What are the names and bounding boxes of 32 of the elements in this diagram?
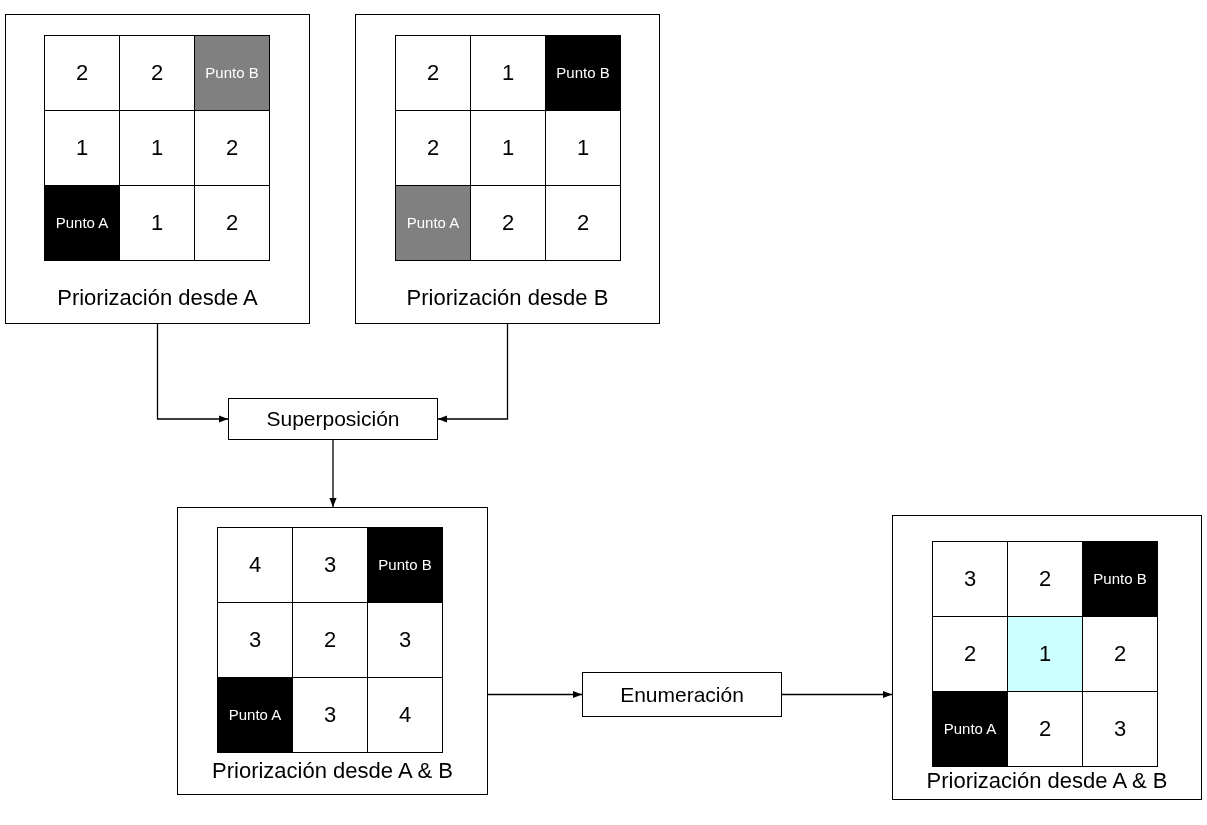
panel: [5, 14, 310, 324]
grid-cell: Punto A: [395, 185, 471, 261]
panel: [892, 515, 1202, 800]
grid-cell: 4: [217, 527, 293, 603]
grid-cell: 2: [194, 185, 270, 261]
panel: [355, 14, 660, 324]
arrow: [329, 439, 337, 508]
grid-cell: Punto B: [545, 35, 621, 111]
grid-cell: 2: [545, 185, 621, 261]
panel-caption: Priorización desde A: [57, 285, 258, 311]
grid-cell: 4: [367, 677, 443, 753]
grid-cell: Punto A: [44, 185, 120, 261]
arrow: [781, 690, 893, 699]
panel: [177, 507, 488, 795]
grid-cell: Punto A: [217, 677, 293, 753]
grid-cell: Punto A: [932, 691, 1008, 767]
panel-caption: Priorización desde A & B: [212, 758, 453, 784]
process-box: Superposición: [228, 398, 438, 440]
arrow: [156, 323, 229, 423]
panel-caption: Priorización desde A & B: [926, 768, 1168, 794]
grid-cell: Punto B: [367, 527, 443, 603]
panel-caption: Priorización desde B: [406, 285, 609, 311]
arrow: [437, 323, 509, 423]
grid-cell: 2: [395, 35, 471, 111]
grid-cell: 2: [44, 35, 120, 111]
grid-cell: 1: [1007, 616, 1083, 692]
process-box: Enumeración: [582, 672, 782, 717]
grid-cell: 3: [1082, 691, 1158, 767]
grid-cell: Punto B: [1082, 541, 1158, 617]
grid-cell: Punto B: [194, 35, 270, 111]
grid-cell: 3: [932, 541, 1008, 617]
arrow: [487, 690, 583, 699]
